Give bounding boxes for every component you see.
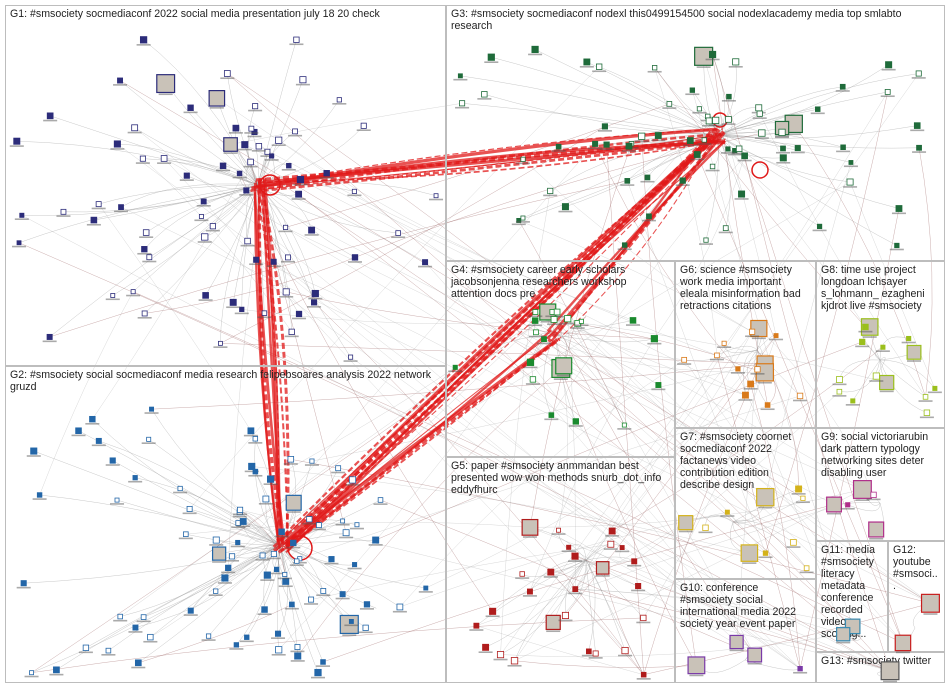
group-label-g13: G13: #smsociety twitter <box>821 655 932 667</box>
group-label-g11: G11: media #smsociety literacy metadata … <box>821 544 875 640</box>
group-label-g5: G5: paper #smsociety anmmandan best pres… <box>451 460 662 496</box>
group-label-g7: G7: #smsociety coornet socmediaconf 2022… <box>680 431 792 491</box>
group-label-g12: G12: youtube #smsoci... <box>893 544 938 592</box>
group-box-g7: G7: #smsociety coornet socmediaconf 2022… <box>675 428 816 579</box>
group-label-g4: G4: #smsociety career early scholars jac… <box>451 264 627 300</box>
group-label-g6: G6: science #smsociety work media import… <box>680 264 801 312</box>
group-label-g9: G9: social victoriarubin dark pattern ty… <box>821 431 929 479</box>
group-box-g12: G12: youtube #smsoci... <box>888 541 945 652</box>
group-label-g3: G3: #smsociety socmediaconf nodexl this0… <box>451 8 902 32</box>
group-box-g10: G10: conference #smsociety social intern… <box>675 579 816 683</box>
group-label-g8: G8: time use project longdoan lchsayer s… <box>821 264 925 312</box>
group-box-g11: G11: media #smsociety literacy metadata … <box>816 541 888 652</box>
group-box-g1: G1: #smsociety socmediaconf 2022 social … <box>5 5 446 366</box>
group-box-g8: G8: time use project longdoan lchsayer s… <box>816 261 945 428</box>
group-box-g2: G2: #smsociety social socmediaconf media… <box>5 366 446 683</box>
group-box-g5: G5: paper #smsociety anmmandan best pres… <box>446 457 675 683</box>
group-box-g9: G9: social victoriarubin dark pattern ty… <box>816 428 945 541</box>
group-box-g4: G4: #smsociety career early scholars jac… <box>446 261 675 457</box>
group-label-g2: G2: #smsociety social socmediaconf media… <box>10 369 432 393</box>
group-box-g13: G13: #smsociety twitter <box>816 652 945 683</box>
group-box-g6: G6: science #smsociety work media import… <box>675 261 816 428</box>
group-label-g10: G10: conference #smsociety social intern… <box>680 582 797 630</box>
group-label-g1: G1: #smsociety socmediaconf 2022 social … <box>10 8 380 20</box>
group-box-g3: G3: #smsociety socmediaconf nodexl this0… <box>446 5 945 261</box>
